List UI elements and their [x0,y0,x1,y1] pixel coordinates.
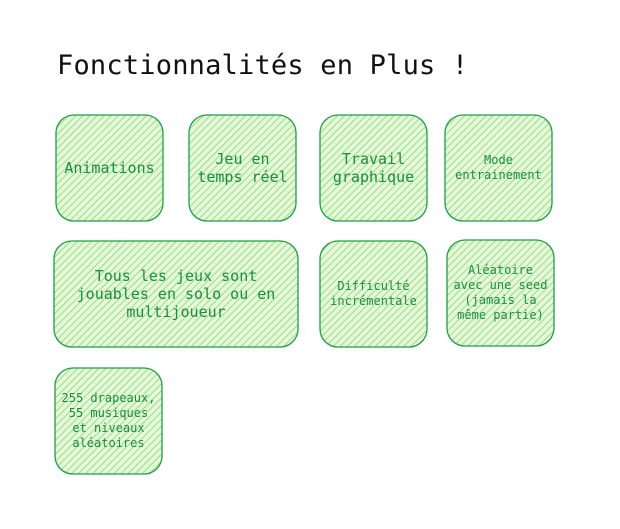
card-travail-graphique [319,114,428,222]
card-animations-label: Animations [64,159,155,177]
card-temps-reel-label: Jeu en temps réel [197,150,288,186]
card-temps-reel [188,114,297,222]
card-solo-multijoueur-label: Tous les jeux sont jouables en solo ou e… [76,267,276,321]
card-mode-entrainement-label: Mode entrainement [455,153,542,182]
card-mode-entrainement [444,114,553,222]
card-travail-graphique-label: Travail graphique [332,150,415,186]
card-animations [55,114,164,222]
card-aleatoire-seed [446,239,555,347]
card-difficulte-label: Difficulté incrémentale [330,279,417,308]
card-contenu [54,367,163,475]
card-aleatoire-seed-label: Aléatoire avec une seed (jamais la même … [453,263,548,322]
page-title: Fonctionnalités en Plus ! [57,50,469,81]
card-solo-multijoueur [53,240,299,348]
card-contenu-label: 255 drapeaux, 55 musiques et niveaux alé… [61,391,156,450]
card-difficulte [319,240,428,348]
